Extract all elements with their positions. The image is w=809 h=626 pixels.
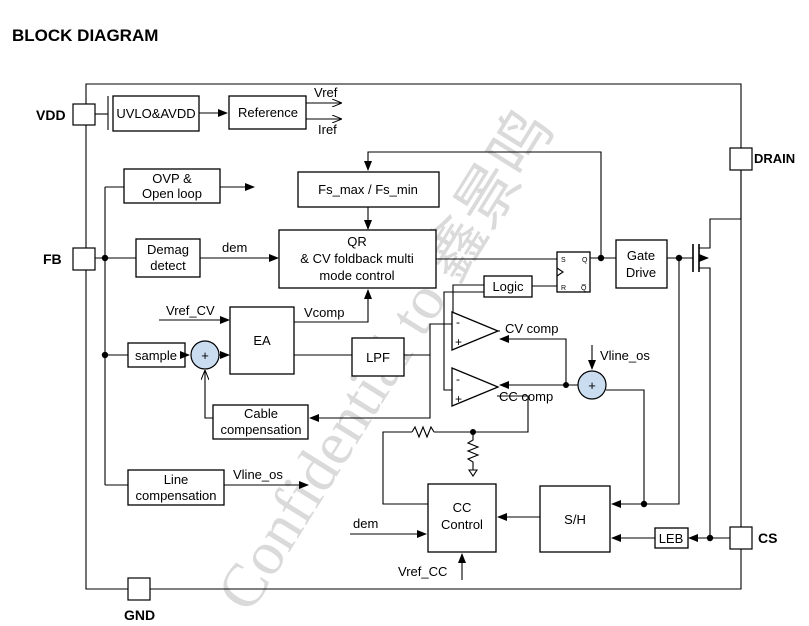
vcomp-label: Vcomp: [304, 305, 344, 320]
diagram-title: BLOCK DIAGRAM: [12, 26, 159, 45]
gnd-label: GND: [124, 607, 155, 623]
resistor-horizontal: [411, 425, 435, 439]
sum-right-plus: +: [588, 378, 596, 393]
ff-s-label: S: [561, 257, 566, 264]
vdd-pin: [72, 103, 96, 126]
ff-qbar-label: Q̅: [581, 284, 587, 292]
qr-cv-foldback-control-block: [278, 229, 437, 289]
sample-block: [127, 342, 186, 368]
cc-label-line1: CC: [453, 500, 472, 515]
qr-label-line1: QR: [347, 234, 367, 249]
ea-label: EA: [253, 333, 271, 348]
vdd-label: VDD: [36, 107, 66, 123]
demag-label-line2: detect: [150, 258, 186, 273]
vref-label: Vref: [314, 85, 338, 100]
reference-block: [228, 95, 307, 130]
ff-r-label: R: [561, 285, 566, 292]
iref-label: Iref: [318, 122, 337, 137]
resistor-vertical: [466, 432, 480, 470]
cv-comp-label: CV comp: [505, 321, 558, 336]
logic-label: Logic: [492, 279, 524, 294]
cc-comp-label: CC comp: [499, 389, 553, 404]
gate-label-line1: Gate: [627, 248, 655, 263]
demag-detect-block: [135, 238, 201, 278]
qr-label-line2: & CV foldback multi: [300, 251, 414, 266]
cs-label: CS: [758, 530, 777, 546]
vline-os-right-label: Vline_os: [600, 348, 650, 363]
lpf-label: LPF: [366, 350, 390, 365]
vref-cv-label: Vref_CV: [166, 303, 215, 318]
cc-control-block: [427, 483, 497, 553]
gate-drive-block: [615, 239, 668, 289]
drain-pin: [729, 147, 753, 171]
sum-left-plus: +: [201, 348, 209, 363]
cv-comparator: [451, 311, 500, 351]
cable-compensation-block: [212, 404, 309, 440]
cc-label-line2: Control: [441, 517, 483, 532]
ovp-open-loop-block: [123, 168, 221, 204]
vline-os-left-label: Vline_os: [233, 467, 283, 482]
line-label-line1: Line: [164, 472, 189, 487]
cc-minus: -: [456, 372, 460, 386]
ovp-label-line1: OVP &: [152, 171, 192, 186]
demag-label-line1: Demag: [147, 242, 189, 257]
ovp-label-line2: Open loop: [142, 186, 202, 201]
chip-outline: [85, 83, 742, 590]
fs-max-min-block: [297, 171, 440, 208]
qr-label-line3: mode control: [319, 268, 394, 283]
ground-symbol: [467, 469, 479, 477]
line-label-line2: compensation: [136, 488, 217, 503]
fb-label: FB: [43, 251, 62, 267]
uvlo-avdd-block: [112, 95, 200, 132]
uvlo-avdd-label: UVLO&AVDD: [116, 106, 195, 121]
cable-label-line2: compensation: [221, 422, 302, 437]
cs-pin: [729, 526, 753, 550]
gnd-pin: [127, 577, 151, 601]
fb-pin: [72, 247, 96, 271]
reference-label: Reference: [238, 105, 298, 120]
cc-plus: +: [455, 392, 462, 406]
cv-minus: -: [456, 315, 460, 329]
lpf-block: [351, 337, 405, 377]
gate-label-line2: Drive: [626, 265, 656, 280]
drain-label: DRAIN: [754, 151, 795, 166]
sample-hold-block: [539, 485, 611, 553]
leb-label: LEB: [659, 531, 684, 546]
ff-q-label: Q: [582, 257, 588, 264]
cc-comparator: [451, 367, 500, 407]
sample-label: sample: [135, 348, 177, 363]
line-compensation-block: [127, 469, 225, 506]
fs-label: Fs_max / Fs_min: [318, 182, 418, 197]
cable-label-line1: Cable: [244, 406, 278, 421]
summing-node-right: [577, 370, 607, 400]
dem-bottom-label: dem: [353, 516, 378, 531]
power-mosfet: [692, 170, 742, 538]
sh-label: S/H: [564, 512, 586, 527]
dem-top-label: dem: [222, 240, 247, 255]
error-amplifier-block: [229, 306, 295, 375]
vref-cc-label: Vref_CC: [398, 564, 447, 579]
cv-plus: +: [455, 335, 462, 349]
